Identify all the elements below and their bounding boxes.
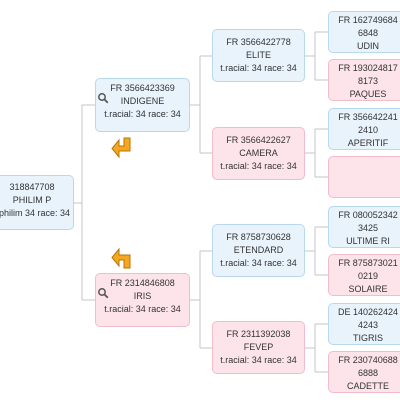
root-animal-card[interactable]: 318847708 PHILIM P aphilim 34 race: 34	[0, 175, 74, 230]
grandparent-stats: t.racial: 34 race: 34	[220, 161, 297, 171]
great-grandparent-card[interactable]: FR 875873021 0219 SOLAIRE	[328, 254, 400, 296]
great-grandparent-card[interactable]: DE 140262424 4243 TIGRIS	[328, 303, 400, 345]
great-grandparent-id: FR 356642241	[338, 112, 398, 122]
grandparent-id: FR 3566422627	[226, 135, 291, 145]
great-grandparent-name: UDIN	[357, 41, 379, 51]
grandparent-stats: t.racial: 34 race: 34	[220, 63, 297, 73]
grandparent-card[interactable]: FR 3566422627 CAMERA t.racial: 34 race: …	[212, 127, 305, 180]
great-grandparent-card-empty[interactable]	[328, 156, 400, 198]
great-grandparent-id-suffix: 8173	[357, 76, 379, 86]
return-arrow-icon[interactable]	[110, 136, 134, 160]
great-grandparent-id-suffix: 2410	[357, 125, 379, 135]
great-grandparent-name: PAQUES	[349, 89, 387, 99]
great-grandparent-id-suffix: 4243	[357, 320, 379, 330]
grandparent-name: FEVEP	[243, 342, 274, 352]
dam-stats: t.racial: 34 race: 34	[104, 304, 181, 314]
root-name: PHILIM P	[12, 195, 52, 205]
great-grandparent-id-suffix: 6888	[357, 368, 379, 378]
grandparent-card[interactable]: FR 8758730628 ETENDARD t.racial: 34 race…	[212, 224, 305, 277]
great-grandparent-id: FR 875873021	[338, 258, 398, 268]
grandparent-id: FR 2311392038	[226, 329, 291, 339]
return-arrow-icon[interactable]	[110, 246, 134, 270]
sire-stats: t.racial: 34 race: 34	[104, 109, 181, 119]
grandparent-stats: t.racial: 34 race: 34	[220, 258, 297, 268]
grandparent-card[interactable]: FR 2311392038 FEVEP t.racial: 34 race: 3…	[212, 321, 305, 374]
sire-name: INDIGENE	[120, 96, 165, 106]
grandparent-name: ETENDARD	[233, 245, 284, 255]
great-grandparent-id-suffix: 0219	[357, 271, 379, 281]
dam-card[interactable]: FR 2314846808 IRIS t.racial: 34 race: 34	[95, 273, 190, 327]
great-grandparent-name: ULTIME RI	[346, 236, 390, 246]
grandparent-id: FR 3566422778	[226, 37, 291, 47]
dam-id: FR 2314846808	[110, 278, 175, 288]
great-grandparent-name: TIGRIS	[352, 333, 383, 343]
great-grandparent-id-suffix: 3425	[357, 223, 379, 233]
sire-id: FR 3566423369	[110, 83, 175, 93]
grandparent-card[interactable]: FR 3566422778 ELITE t.racial: 34 race: 3…	[212, 29, 305, 82]
great-grandparent-card[interactable]: FR 356642241 2410 APERITIF	[328, 108, 400, 150]
great-grandparent-id-suffix: 6848	[357, 28, 379, 38]
great-grandparent-name: SOLAIRE	[348, 284, 388, 294]
root-stats: aphilim 34 race: 34	[0, 208, 71, 218]
great-grandparent-id: FR 230740688	[338, 355, 398, 365]
great-grandparent-name: CADETTE	[346, 381, 389, 391]
grandparent-stats: t.racial: 34 race: 34	[220, 355, 297, 365]
search-icon[interactable]	[97, 92, 109, 104]
great-grandparent-card[interactable]: FR 080052342 3425 ULTIME RI	[328, 206, 400, 248]
great-grandparent-name: APERITIF	[347, 138, 389, 148]
grandparent-name: ELITE	[245, 50, 271, 60]
great-grandparent-card[interactable]: FR 193024817 8173 PAQUES	[328, 59, 400, 101]
dam-name: IRIS	[133, 291, 152, 301]
great-grandparent-id: FR 162749684	[338, 15, 398, 25]
search-icon[interactable]	[97, 287, 109, 299]
great-grandparent-id: FR 193024817	[338, 63, 398, 73]
sire-card[interactable]: FR 3566423369 INDIGENE t.racial: 34 race…	[95, 78, 190, 132]
grandparent-id: FR 8758730628	[226, 232, 291, 242]
grandparent-name: CAMERA	[239, 148, 278, 158]
great-grandparent-id: FR 080052342	[338, 210, 398, 220]
great-grandparent-id: DE 140262424	[337, 307, 399, 317]
root-id: 318847708	[9, 182, 55, 192]
great-grandparent-card[interactable]: FR 162749684 6848 UDIN	[328, 11, 400, 53]
great-grandparent-card[interactable]: FR 230740688 6888 CADETTE	[328, 351, 400, 393]
